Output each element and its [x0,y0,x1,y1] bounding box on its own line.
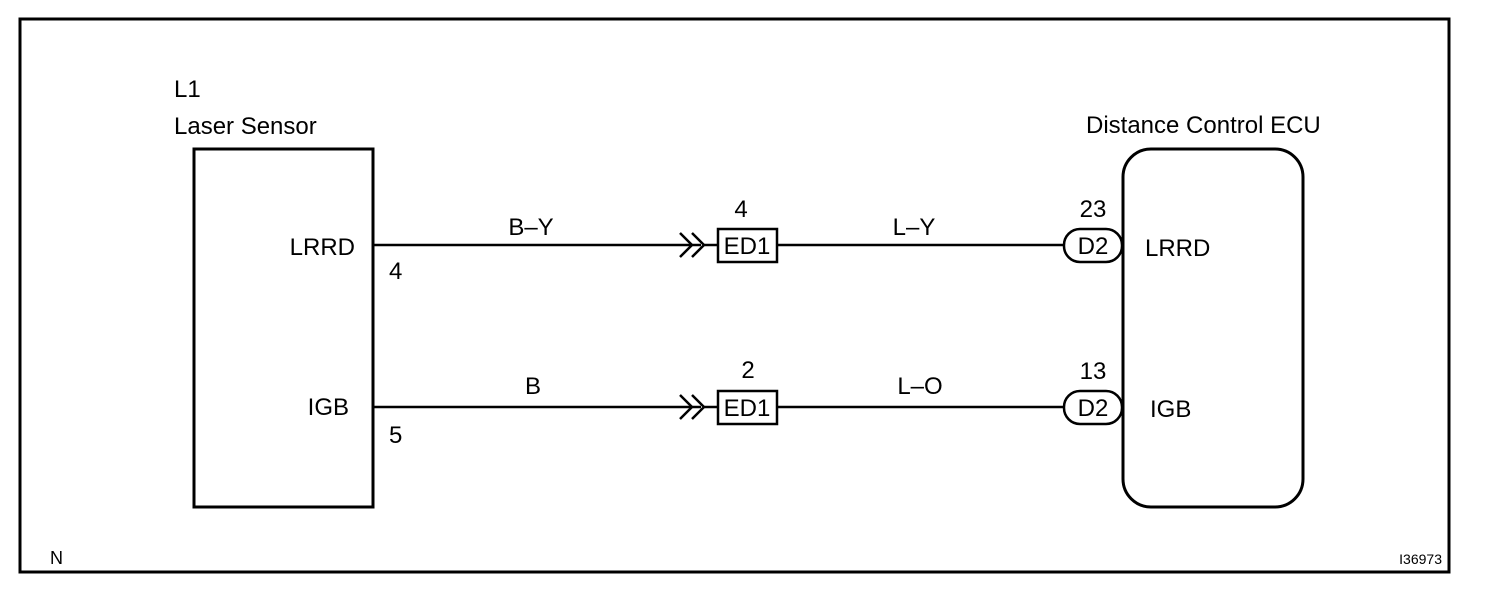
ecu-box [1121,147,1305,509]
wire-color-left: B [525,373,541,400]
ecu-connector: D2 [1078,233,1109,260]
junction-pin: 4 [734,196,747,223]
junction-connector-box [716,227,779,264]
sensor-code: L1 [174,76,201,103]
junction-pin: 2 [741,357,754,384]
sensor-signal-lrrd: LRRD [290,234,355,261]
wire-lrrd [373,227,1124,264]
inline-connector-arrow [679,232,694,258]
junction-connector-box [716,389,779,426]
ecu-connector: D2 [1078,395,1109,422]
ecu-connector-oval [1062,389,1124,426]
ecu-pin: 13 [1080,358,1107,385]
diagram-frame [18,17,1451,574]
ecu-pin: 23 [1080,196,1107,223]
corner-letter: N [50,548,63,568]
sensor-pin-igb: 5 [389,422,402,449]
junction-connector: ED1 [724,233,771,260]
sensor-signal-igb: IGB [308,394,349,421]
sensor-pin-lrrd: 4 [389,258,402,285]
ecu-connector-oval [1062,227,1124,264]
ecu-signal-igb: IGB [1150,396,1191,423]
ecu-name: Distance Control ECU [1086,112,1321,139]
wire-color-right: L–O [897,373,942,400]
junction-connector: ED1 [724,395,771,422]
figure-code: I36973 [1399,551,1442,567]
ecu-signal-lrrd: LRRD [1145,235,1210,262]
wire-igb [373,389,1124,426]
laser-sensor-box [192,147,375,509]
wire-color-left: B–Y [508,214,553,241]
inline-connector-arrow [679,394,694,420]
sensor-name: Laser Sensor [174,113,317,140]
wire-color-right: L–Y [893,214,936,241]
